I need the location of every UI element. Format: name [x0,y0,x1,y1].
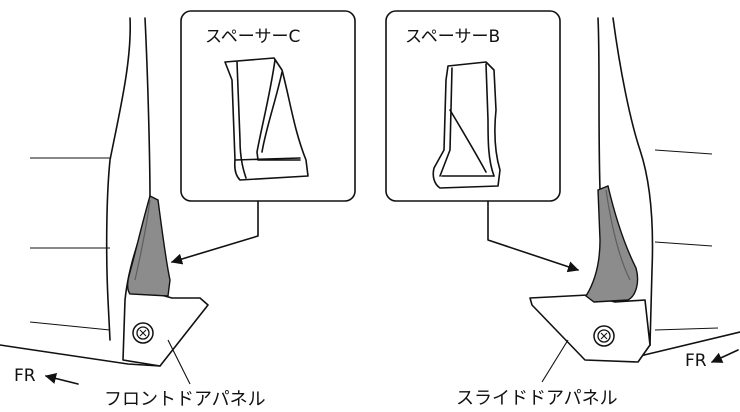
spacer-c-illustration [224,57,309,181]
bolt-head-icon [593,325,615,347]
slide-door-panel-shape [529,294,651,363]
spacer-b-installed [585,185,639,303]
spacer-b-callout: スペーサーB [385,10,580,273]
spacer-c-title: スペーサーC [205,27,300,47]
fr-label-left: FR [14,366,36,386]
spacer-b-illustration [432,61,501,189]
front-door-panel-label: フロントドアパネル [104,389,266,410]
spacer-c-callout: スペーサーC [170,10,356,265]
spacer-c-installed [127,194,171,297]
fr-label-right: FR [685,351,707,371]
front-door-assembly: スペーサーC FR フロントドアパネル [0,10,356,410]
slide-door-assembly: スペーサーB FR スライドドアパネル [385,10,740,409]
spacer-b-title: スペーサーB [405,27,500,47]
slide-door-panel-label: スライドドアパネル [456,388,618,409]
bolt-head-icon [132,322,154,344]
